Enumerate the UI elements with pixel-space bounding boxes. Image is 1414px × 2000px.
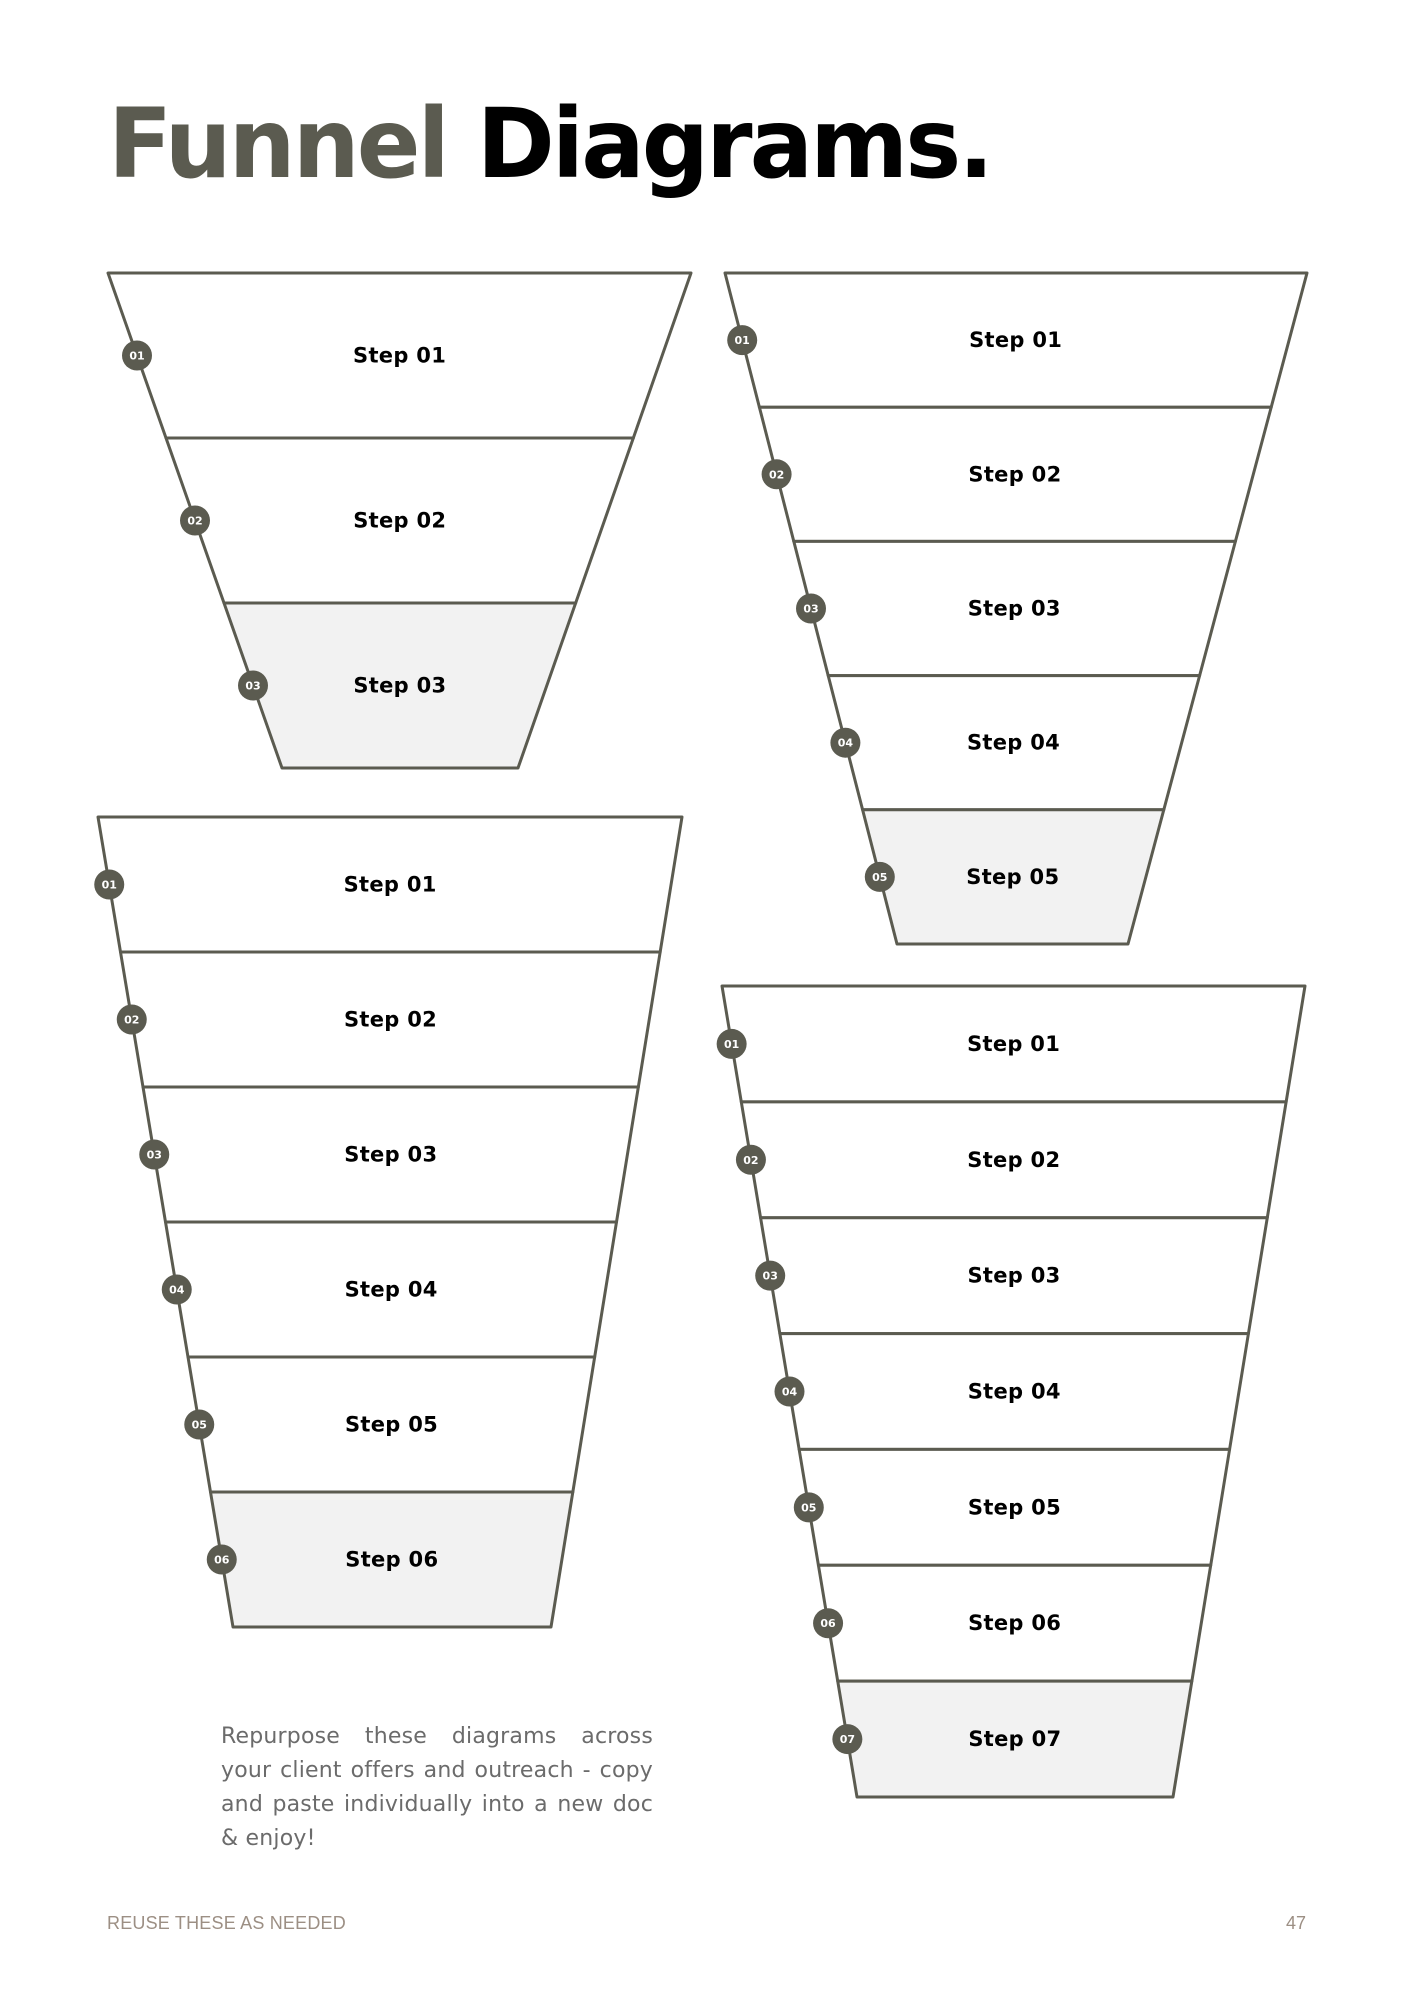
step-number-text: 07 (840, 1733, 855, 1746)
funnel-step-row (861, 808, 1166, 946)
step-number-text: 05 (872, 871, 887, 884)
step-number-text: 03 (803, 603, 818, 616)
step-number-text: 03 (763, 1270, 778, 1283)
step-number-badge (735, 1144, 766, 1175)
funnel-step-label: Step 02 (353, 509, 446, 533)
step-number-text: 02 (769, 468, 784, 481)
title-word-diagrams: Diagrams. (476, 88, 994, 200)
step-number-badge (116, 1004, 147, 1035)
funnel-step-label: Step 05 (968, 1495, 1061, 1519)
step-number-text: 01 (735, 334, 750, 347)
step-number-text: 01 (129, 350, 144, 363)
step-number-badge (238, 670, 268, 701)
step-number-text: 02 (187, 515, 202, 528)
step-number-text: 05 (801, 1501, 816, 1514)
step-number-text: 01 (102, 879, 117, 892)
step-number-badge (206, 1544, 237, 1575)
step-number-badge (755, 1260, 786, 1291)
step-number-text: 03 (147, 1149, 162, 1162)
funnel-step-label: Step 05 (966, 865, 1059, 889)
step-number-text: 06 (820, 1617, 836, 1630)
funnel-step-label: Step 06 (968, 1611, 1061, 1635)
step-number-badge (813, 1608, 844, 1639)
description-paragraph: Repurpose these diagrams across your cli… (221, 1724, 653, 1851)
page-number: 47 (1285, 1913, 1306, 1933)
funnel-step-label: Step 03 (968, 597, 1061, 621)
step-number-text: 04 (838, 737, 854, 750)
funnel-step-label: Step 04 (967, 731, 1060, 755)
funnel-step-label: Step 03 (967, 1264, 1060, 1288)
step-number-badge (793, 1492, 824, 1523)
funnel-step-row (836, 1679, 1194, 1799)
step-number-text: 01 (724, 1038, 739, 1051)
page-title: Funnel Diagrams. (108, 96, 994, 192)
step-number-badge (94, 869, 125, 900)
funnel-step-label: Step 02 (344, 1008, 437, 1032)
step-number-text: 06 (214, 1554, 230, 1567)
funnel-step-label: Step 03 (353, 674, 446, 698)
step-number-text: 02 (124, 1014, 139, 1027)
step-number-badge (761, 459, 792, 490)
funnel-step-label: Step 02 (967, 1148, 1060, 1172)
step-number-badge (830, 727, 861, 758)
funnel-step-label: Step 02 (968, 462, 1061, 486)
step-number-text: 03 (245, 680, 260, 693)
funnel-step-label: Step 04 (345, 1278, 438, 1302)
step-number-badge (161, 1274, 192, 1305)
footer-section-label: REUSE THESE AS NEEDED (107, 1913, 346, 1933)
step-number-text: 05 (192, 1419, 207, 1432)
step-number-badge (184, 1409, 215, 1440)
funnel-step-row (222, 601, 578, 770)
step-number-text: 04 (782, 1386, 798, 1399)
funnel-step-label: Step 05 (345, 1413, 438, 1437)
step-number-badge (727, 325, 758, 356)
step-number-badge (180, 505, 210, 536)
step-number-text: 02 (743, 1154, 758, 1167)
step-number-badge (139, 1139, 170, 1170)
step-number-badge (796, 593, 826, 624)
funnel-step-label: Step 01 (967, 1032, 1060, 1056)
funnel-step-label: Step 01 (344, 873, 437, 897)
step-number-badge (774, 1376, 805, 1407)
step-number-badge (832, 1724, 863, 1755)
step-number-badge (864, 861, 895, 892)
step-number-badge (716, 1028, 747, 1059)
funnel-step-label: Step 01 (353, 344, 446, 368)
funnel-step-label: Step 06 (345, 1548, 438, 1572)
title-word-funnel: Funnel (108, 88, 450, 200)
funnel-step-row (209, 1490, 575, 1629)
funnel-step-label: Step 03 (344, 1143, 437, 1167)
funnel-step-label: Step 01 (969, 328, 1062, 352)
funnel-step-label: Step 04 (968, 1380, 1061, 1404)
step-number-text: 04 (169, 1284, 185, 1297)
step-number-badge (122, 340, 152, 371)
funnel-step-label: Step 07 (968, 1727, 1061, 1751)
